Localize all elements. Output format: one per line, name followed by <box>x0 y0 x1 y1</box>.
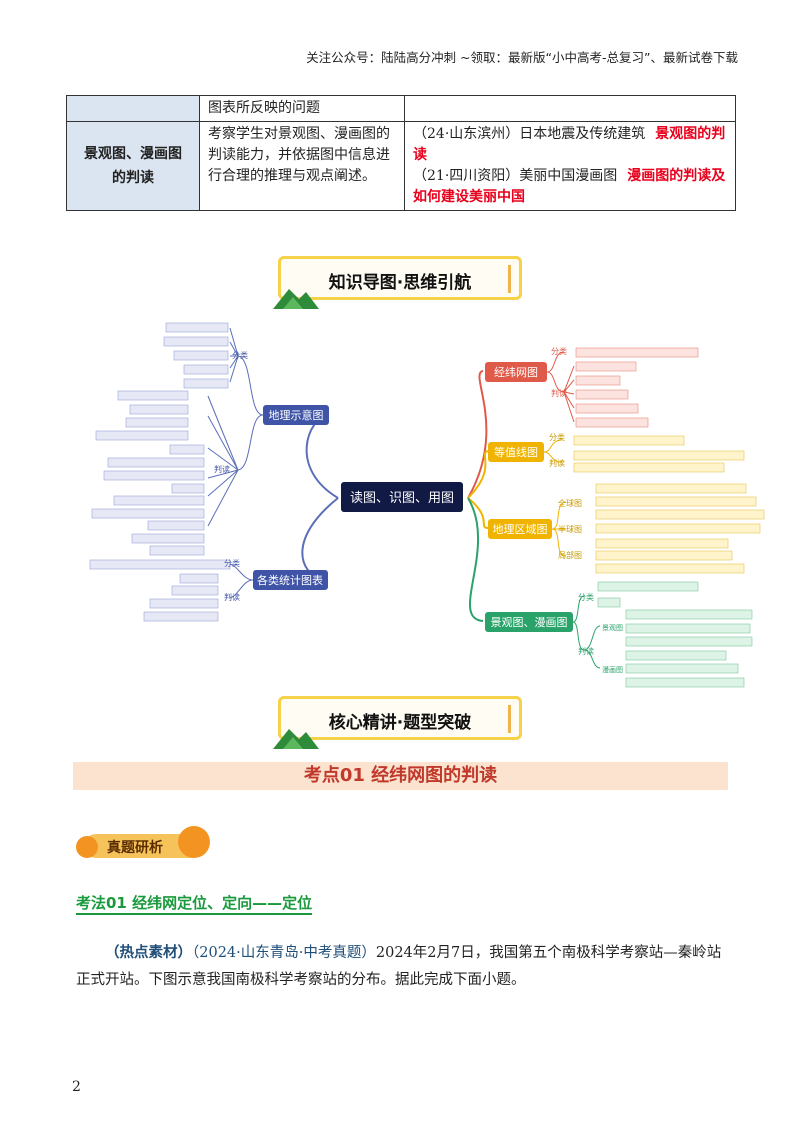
node-landscape <box>485 612 573 632</box>
topic-line: 景观图、漫画图 <box>84 146 182 162</box>
sub-label: 全球图 <box>558 498 582 508</box>
node-region <box>488 519 552 539</box>
sub-label: 判读 <box>224 592 240 602</box>
question-text: 2024年2月7日，我国第五个南极科学考察站—秦岭站正式开站。下图示意我国南极科… <box>76 945 722 988</box>
section-banner: 知识导图·思维引航 <box>273 256 522 309</box>
node-label: 等值线图 <box>494 445 538 459</box>
sub-label: 判读 <box>578 646 594 656</box>
hill-icon <box>273 729 319 749</box>
sub-label: 景观图 <box>602 624 623 632</box>
table-cell <box>404 95 736 122</box>
orange-icon <box>76 836 98 858</box>
table-cell-topic: 景观图、漫画图 的判读 <box>66 121 200 211</box>
node-label: 地理区域图 <box>493 523 548 536</box>
zhenti-badge: 真题研析 <box>76 820 211 864</box>
sub-label: 判读 <box>549 458 565 468</box>
table-cell: 考察学生对景观图、漫画图的判读能力，并依据图中信息进行合理的推理与观点阐述。 <box>199 121 405 211</box>
node-geo-diagram <box>263 405 329 425</box>
sub-label: 局部图 <box>558 550 582 560</box>
table-cell: 图表所反映的问题 <box>199 95 405 122</box>
table-cell <box>66 95 200 122</box>
section-banner: 核心精讲·题型突破 <box>273 696 522 749</box>
table-row: 图表所反映的问题 <box>66 95 736 122</box>
banner-title: 核心精讲·题型突破 <box>328 713 472 733</box>
example-source: （24·山东滨州）日本地震及传统建筑 <box>413 126 646 142</box>
sub-label: 分类 <box>551 346 567 356</box>
hot-tag: （热点素材） <box>105 945 192 961</box>
orange-icon <box>178 826 210 858</box>
mind-map-diagram: 读图、识图、用图 地理示意图 各类统计图表 分类 判读 分类 判读 <box>89 322 765 688</box>
decor-bar <box>495 705 511 733</box>
decor-bar <box>495 265 511 293</box>
sub-label: 半球图 <box>558 524 582 534</box>
sub-label: 分类 <box>224 558 240 568</box>
badge-label: 真题研析 <box>107 840 163 856</box>
kaofa-title: 考法01 经纬网定位、定向——定位 <box>76 893 313 915</box>
sub-label: 判读 <box>214 464 230 474</box>
sub-label: 分类 <box>232 350 248 360</box>
question-paragraph: （热点素材）（2024·山东青岛·中考真题）2024年2月7日，我国第五个南极科… <box>76 940 726 994</box>
example-highlight: 景观图的判读 <box>413 126 726 163</box>
sub-label: 漫画图 <box>602 665 623 674</box>
sub-label: 分类 <box>549 432 565 442</box>
center-node <box>341 482 463 512</box>
hill-icon <box>273 289 319 309</box>
banner-title: 知识导图·思维引航 <box>328 273 472 293</box>
node-label: 地理示意图 <box>269 408 324 422</box>
summary-table: 图表所反映的问题 景观图、漫画图 的判读 考察学生对景观图、漫画图的判读能力，并… <box>66 95 736 211</box>
node-latlon <box>485 362 547 382</box>
table-cell-examples: （24·山东滨州）日本地震及传统建筑景观图的判读 （21·四川资阳）美丽中国漫画… <box>404 121 736 211</box>
center-label: 读图、识图、用图 <box>350 491 454 506</box>
sub-label: 分类 <box>578 592 594 602</box>
table-row: 景观图、漫画图 的判读 考察学生对景观图、漫画图的判读能力，并依据图中信息进行合… <box>66 121 736 211</box>
page-number: 2 <box>72 1079 81 1095</box>
kaodian-title: 考点01 经纬网图的判读 <box>73 762 728 790</box>
topic-line: 的判读 <box>112 170 154 186</box>
source-tag: （2024·山东青岛·中考真题） <box>192 945 376 961</box>
example-source: （21·四川资阳）美丽中国漫画图 <box>413 168 618 184</box>
node-contour <box>488 442 544 462</box>
node-stat-chart <box>253 570 328 590</box>
example-highlight: 漫画图的判读及如何建设美丽中国 <box>413 168 726 205</box>
node-label: 各类统计图表 <box>257 573 323 587</box>
node-label: 经纬网图 <box>494 366 538 379</box>
node-label: 景观图、漫画图 <box>491 615 568 629</box>
mind-map: 读图、识图、用图 地理示意图 各类统计图表 分类 判读 分类 判读 <box>88 318 768 692</box>
page-header: 关注公众号：陆陆高分冲刺 ~领取：最新版“小中高考-总复习”、最新试卷下载 <box>306 50 738 65</box>
sub-label: 判读 <box>551 388 567 398</box>
